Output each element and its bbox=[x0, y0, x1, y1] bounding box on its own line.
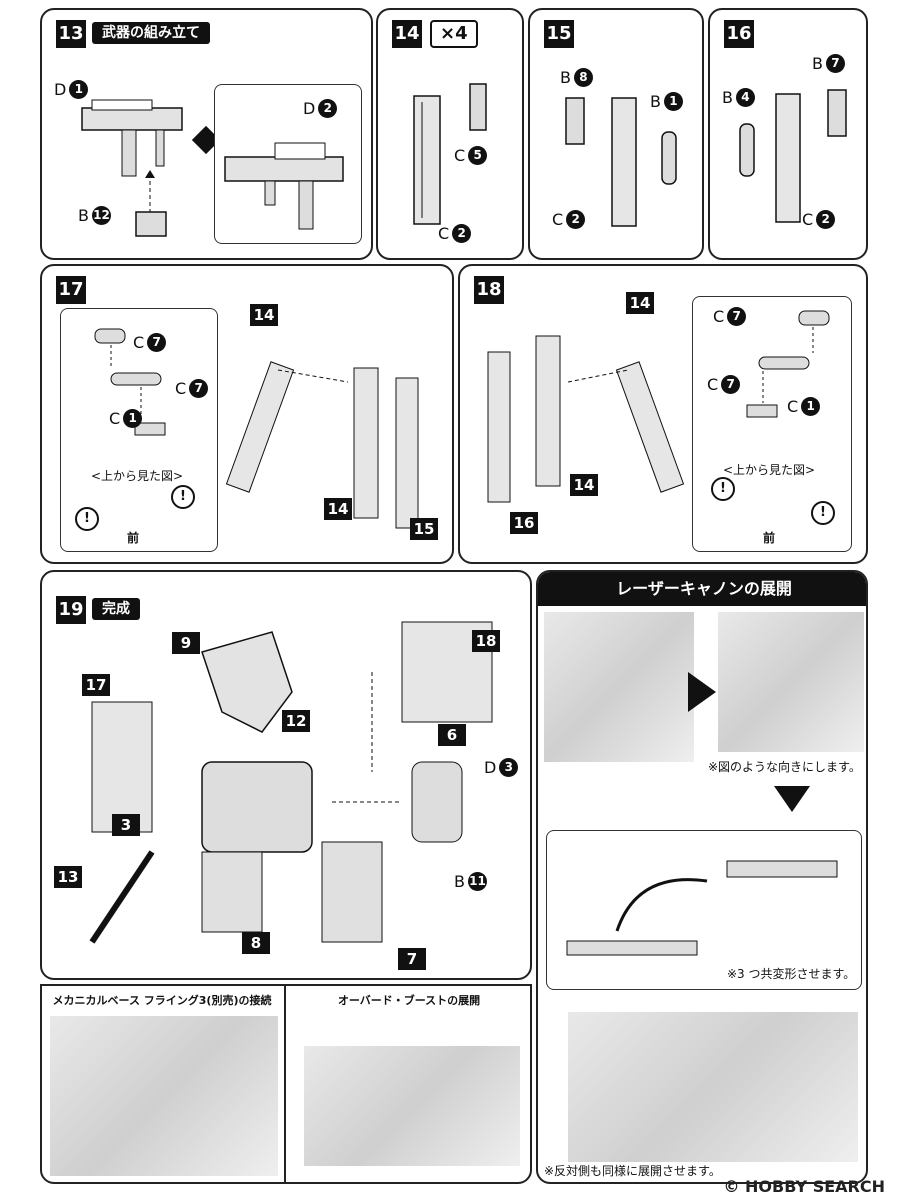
bottom-section: メカニカルベース フライング3(別売)の接続 オーバード・ブーストの展開 bbox=[40, 984, 532, 1184]
step-number: 17 bbox=[56, 276, 86, 304]
laser-cannon-panel: レーザーキャノンの展開 ※図のような向きにします。 ※3 つ共変形させます。 ※… bbox=[536, 570, 868, 1184]
launcher-assembly-drawing bbox=[487, 335, 685, 503]
warning-icon: ! bbox=[711, 477, 735, 501]
down-arrow-icon bbox=[774, 786, 810, 812]
overed-boost-title: オーバード・ブーストの展開 bbox=[337, 994, 481, 1007]
step-number: 19 bbox=[56, 596, 86, 624]
step-number: 14 bbox=[392, 20, 422, 48]
step-title: 完成 bbox=[92, 598, 140, 620]
step-ref-13: 13 bbox=[54, 866, 82, 888]
clip-part-drawing bbox=[469, 83, 487, 131]
quantity-badge: ×4 bbox=[430, 20, 478, 48]
arm-part-drawing bbox=[739, 123, 755, 177]
launcher-part-drawing bbox=[775, 93, 801, 223]
divider bbox=[284, 986, 286, 1184]
top-view-note: <上から見た図> bbox=[91, 469, 184, 483]
rifle-part-drawing bbox=[81, 99, 183, 177]
front-label: 前 bbox=[127, 531, 140, 545]
launcher-assembly-drawing bbox=[225, 361, 419, 529]
step-ref-14: 14 bbox=[324, 498, 352, 520]
clip-part-drawing bbox=[827, 89, 847, 137]
launcher-part-drawing bbox=[413, 95, 441, 225]
transform-inset: ※3 つ共変形させます。 bbox=[546, 830, 862, 990]
step-ref-15: 15 bbox=[410, 518, 438, 540]
step-ref-14: 14 bbox=[570, 474, 598, 496]
step-ref-3: 3 bbox=[112, 814, 140, 836]
opposite-side-note: ※反対側も同様に展開させます。 bbox=[544, 1164, 721, 1178]
warning-icon: ! bbox=[811, 501, 835, 525]
step-number: 15 bbox=[544, 20, 574, 48]
warning-icon: ! bbox=[75, 507, 99, 531]
mechanical-base-photo bbox=[50, 1016, 278, 1176]
overed-boost-photo bbox=[304, 1046, 520, 1166]
laser-photo-1 bbox=[544, 612, 694, 762]
laser-photo-2 bbox=[718, 612, 864, 752]
top-view-note: <上から見た図> bbox=[723, 463, 816, 477]
front-label: 前 bbox=[763, 531, 776, 545]
robot-assembly-drawing bbox=[89, 621, 493, 944]
step-ref-18: 18 bbox=[472, 630, 500, 652]
hobby-search-watermark: © HOBBY SEARCH bbox=[723, 1177, 885, 1196]
orientation-note: ※図のような向きにします。 bbox=[708, 760, 861, 774]
step-ref-6: 6 bbox=[438, 724, 466, 746]
joint-part-drawing bbox=[94, 328, 166, 436]
step-ref-17: 17 bbox=[82, 674, 110, 696]
cannon-part-drawing bbox=[566, 860, 838, 956]
clip-part-drawing bbox=[565, 97, 585, 145]
step-number: 18 bbox=[474, 276, 504, 304]
step-ref-14: 14 bbox=[626, 292, 654, 314]
step-number: 16 bbox=[724, 20, 754, 48]
step-ref-7: 7 bbox=[398, 948, 426, 970]
transform-note: ※3 つ共変形させます。 bbox=[727, 967, 856, 981]
step-ref-9: 9 bbox=[172, 632, 200, 654]
laser-title: レーザーキャノンの展開 bbox=[538, 572, 866, 606]
grip-part-drawing bbox=[135, 211, 167, 237]
arm-part-drawing bbox=[661, 131, 677, 185]
step-ref-8: 8 bbox=[242, 932, 270, 954]
rifle-assembled-drawing bbox=[224, 142, 344, 230]
step-ref-16: 16 bbox=[510, 512, 538, 534]
launcher-part-drawing bbox=[611, 97, 637, 227]
mechanical-base-title: メカニカルベース フライング3(別売)の接続 bbox=[52, 994, 272, 1007]
step-ref-14: 14 bbox=[250, 304, 278, 326]
step-number: 13 bbox=[56, 20, 86, 48]
arrow-up bbox=[145, 170, 155, 218]
warning-icon: ! bbox=[171, 485, 195, 509]
step-ref-12: 12 bbox=[282, 710, 310, 732]
right-arrow-icon bbox=[688, 672, 716, 712]
laser-photo-3 bbox=[568, 1012, 858, 1162]
joint-part-drawing bbox=[746, 310, 830, 418]
step-title: 武器の組み立て bbox=[92, 22, 210, 44]
